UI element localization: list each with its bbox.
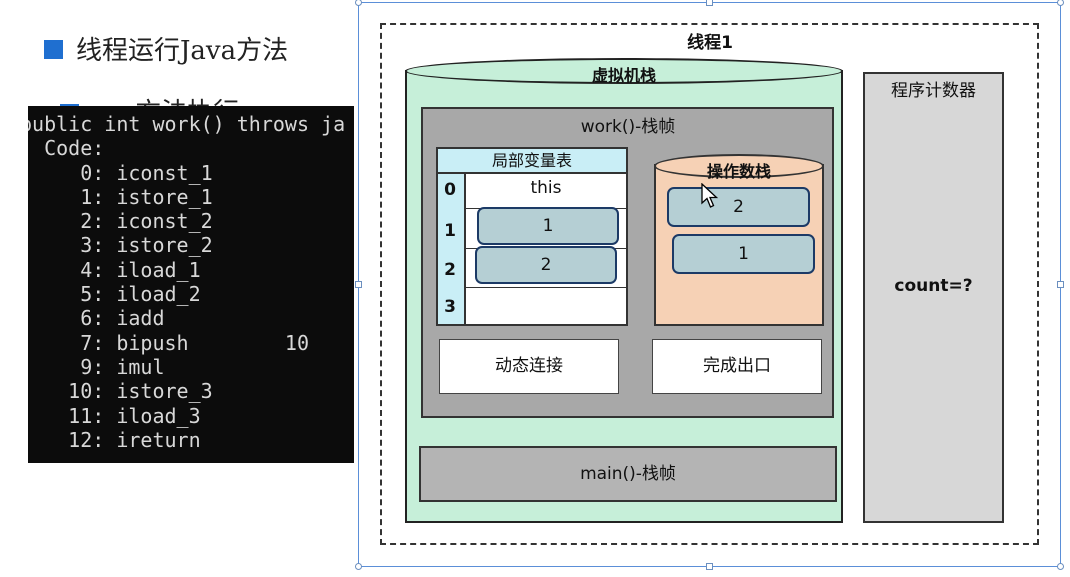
- code-line: Code:: [28, 136, 105, 161]
- code-line: 3: istore_2: [28, 233, 213, 258]
- program-counter-value: count=?: [894, 276, 973, 296]
- thread-box: [380, 23, 1039, 545]
- resize-handle-bottom-left[interactable]: [355, 563, 362, 570]
- vm-stack-top: [405, 58, 843, 84]
- resize-handle-bottom-right[interactable]: [1057, 563, 1064, 570]
- resize-handle-right[interactable]: [1057, 281, 1064, 288]
- bullet-square-icon: [44, 40, 63, 59]
- resize-handle-left[interactable]: [355, 281, 362, 288]
- code-line: 1: istore_1: [28, 184, 213, 209]
- return-address-box[interactable]: 完成出口: [652, 339, 822, 394]
- work-frame-title: work()-栈帧: [580, 117, 676, 137]
- resize-handle-top-right[interactable]: [1057, 0, 1064, 6]
- code-line: 9: imul: [28, 354, 165, 379]
- main-frame: main()-栈帧: [419, 446, 837, 502]
- operand-stack-slot-top[interactable]: 2: [667, 187, 810, 227]
- operand-stack-slot-bottom[interactable]: 1: [672, 234, 815, 274]
- dynamic-link-box[interactable]: 动态连接: [439, 339, 619, 394]
- program-counter-title: 程序计数器: [891, 81, 976, 101]
- local-var-table-header: 局部变量表: [436, 147, 628, 174]
- code-line: 2: iconst_2: [28, 209, 213, 234]
- slide-bullet-text: 线程运行Java方法: [76, 36, 289, 66]
- resize-handle-top[interactable]: [706, 0, 713, 6]
- mouse-cursor-icon: [701, 183, 719, 208]
- resize-handle-top-left[interactable]: [355, 0, 362, 6]
- bytecode-panel: public int work() throws ja Code: 0: ico…: [28, 106, 354, 463]
- operand-stack-title: 操作数栈: [706, 162, 771, 181]
- lvt-index-1: 1: [444, 221, 456, 241]
- lvt-index-2: 2: [444, 260, 456, 280]
- lvt-this: this: [530, 178, 562, 198]
- code-line: 11: iload_3: [28, 403, 201, 428]
- program-counter: [863, 72, 1004, 523]
- code-line: public int work() throws ja: [28, 112, 346, 136]
- bytecode-listing: public int work() throws ja Code: 0: ico…: [28, 112, 354, 452]
- code-line: 4: iload_1: [28, 257, 201, 282]
- local-var-table-index-column: [436, 174, 464, 326]
- lvt-row-divider: [464, 287, 628, 288]
- slide-bullet-partial: 方法执行: [60, 92, 239, 106]
- code-line: 5: iload_2: [28, 282, 201, 307]
- operand-stack-top: [654, 154, 824, 178]
- lvt-slot-2[interactable]: 2: [475, 246, 617, 284]
- lvt-slot-1[interactable]: 1: [477, 207, 619, 245]
- code-line: 12: ireturn: [28, 427, 201, 452]
- lvt-index-3: 3: [444, 297, 456, 317]
- code-line: 7: bipush 10: [28, 330, 309, 355]
- resize-handle-bottom[interactable]: [706, 563, 713, 570]
- code-line: 6: iadd: [28, 306, 165, 331]
- lvt-index-0: 0: [444, 180, 456, 200]
- code-line: 10: istore_3: [28, 379, 213, 404]
- vm-stack-title: 虚拟机栈: [591, 66, 656, 85]
- code-line: 0: iconst_1: [28, 160, 213, 185]
- thread-title: 线程1: [687, 33, 733, 53]
